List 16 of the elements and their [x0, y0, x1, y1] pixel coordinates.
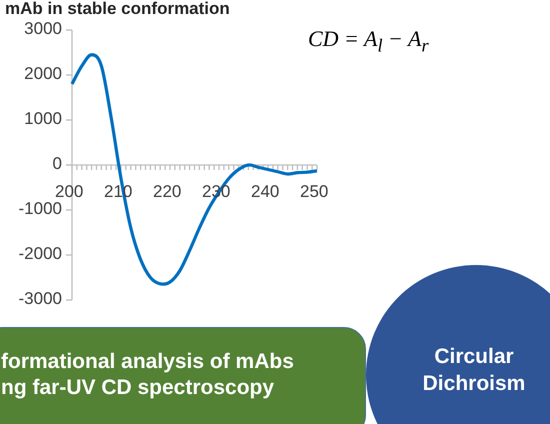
node-label: Circular Dichroism	[422, 344, 526, 397]
tick-label: -1000	[18, 199, 62, 219]
tick-label: -2000	[18, 244, 62, 264]
chart-title: mAb in stable conformation	[5, 0, 230, 17]
tick-label: -3000	[18, 289, 62, 309]
equation: CD = A$_{l}$ − A$_{r}$	[308, 26, 429, 56]
tick-label: 2000	[24, 64, 62, 84]
tick-label: 3000	[24, 19, 62, 39]
node-label: formational analysis of mAbs ng far-UV CD spectroscopy	[1, 349, 295, 401]
tick-label: 0	[52, 154, 62, 174]
tick-label: 240	[251, 182, 280, 202]
process-box	[0, 327, 366, 424]
tick-label: 200	[55, 182, 84, 202]
tick-label: 1000	[24, 109, 62, 129]
tick-label: 220	[153, 182, 182, 202]
tick-label: 250	[300, 182, 328, 202]
